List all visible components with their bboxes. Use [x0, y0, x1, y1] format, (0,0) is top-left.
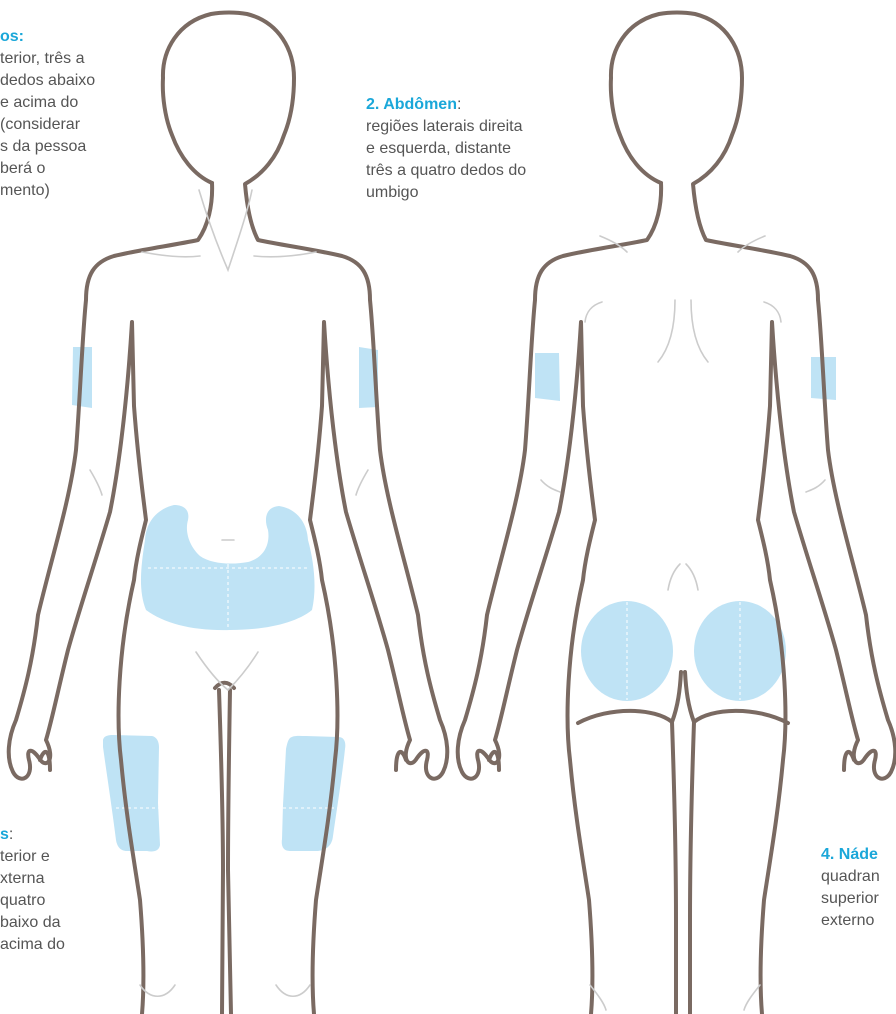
caption-abdomen-heading: 2. Abdômen: — [366, 96, 461, 113]
caption-arms-text: terior, três a dedos abaixo e acima do (… — [0, 48, 95, 202]
back-left-arm-zone — [535, 353, 560, 401]
caption-arms: os: terior, três a dedos abaixo e acima … — [0, 26, 95, 202]
caption-abdomen: 2. Abdômen: regiões laterais direita e e… — [366, 94, 526, 204]
caption-thighs: s: terior e xterna quatro baixo da acima… — [0, 824, 65, 956]
caption-arms-heading: os: — [0, 28, 24, 45]
caption-thighs-text: terior e xterna quatro baixo da acima do — [0, 846, 65, 956]
caption-abdomen-text: regiões laterais direita e esquerda, dis… — [366, 116, 526, 204]
caption-thighs-heading: s: — [0, 826, 13, 843]
caption-buttocks: 4. Náde quadran superior externo — [821, 844, 880, 932]
caption-buttocks-text: quadran superior externo — [821, 866, 880, 932]
caption-buttocks-heading: 4. Náde — [821, 846, 878, 863]
